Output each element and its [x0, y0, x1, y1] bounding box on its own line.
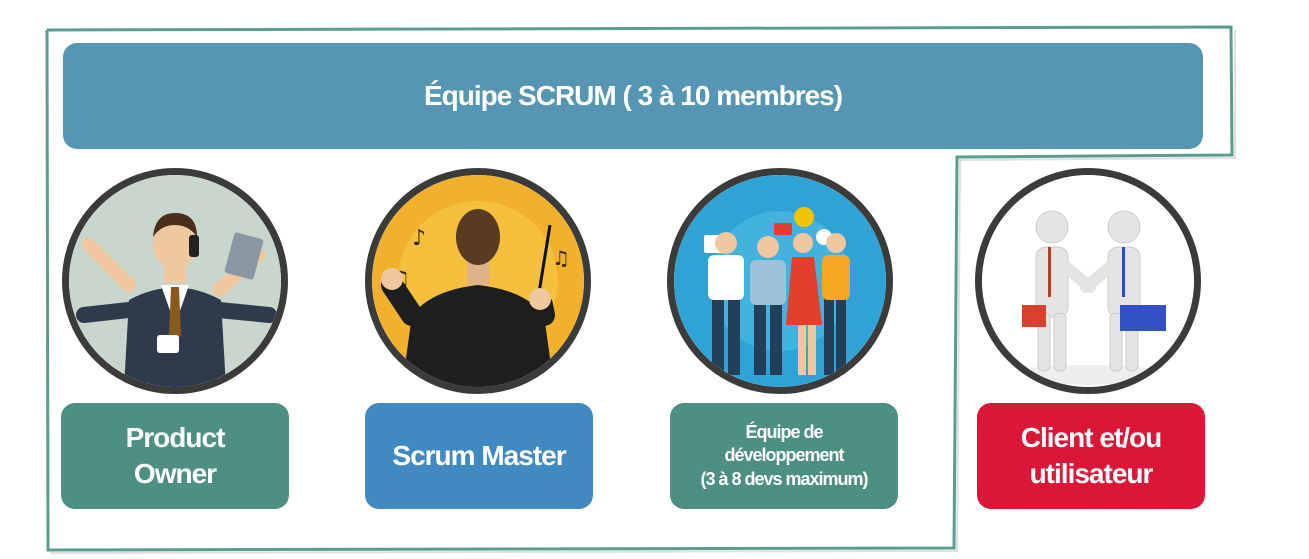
role-scrum-master: Scrum Master	[365, 403, 593, 509]
scrum-master-illustration: ♪ ♫ ♫	[365, 168, 591, 394]
client-illustration	[975, 168, 1201, 394]
product-owner-illustration	[62, 168, 288, 394]
role-client-label: Client et/ou utilisateur	[1020, 421, 1162, 489]
banner-title: Équipe SCRUM ( 3 à 10 membres)	[423, 80, 843, 111]
role-scrum-master-label: Scrum Master	[392, 440, 566, 471]
dev-team-illustration	[667, 168, 893, 394]
svg-text:♫: ♫	[552, 246, 570, 270]
role-dev-team: Équipe de développement (3 à 8 devs maxi…	[670, 403, 898, 509]
role-client: Client et/ou utilisateur	[977, 403, 1205, 509]
svg-text:♪: ♪	[412, 226, 426, 251]
role-product-owner-label: Product Owner	[125, 421, 226, 489]
scrum-team-banner: Équipe SCRUM ( 3 à 10 membres)	[63, 43, 1203, 149]
role-dev-team-label: Équipe de développement (3 à 8 devs maxi…	[700, 421, 868, 489]
role-product-owner: Product Owner	[61, 403, 289, 509]
